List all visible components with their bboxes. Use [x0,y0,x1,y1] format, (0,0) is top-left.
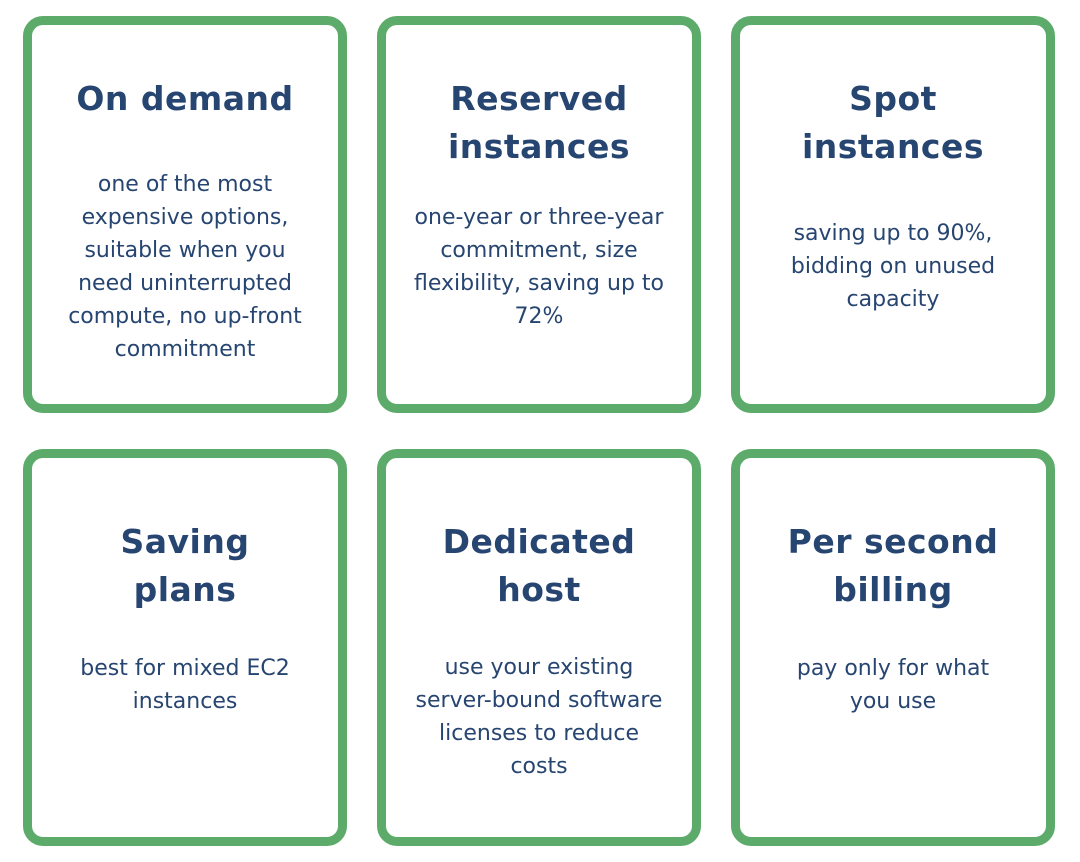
card-on-demand: On demand one of the most expensive opti… [23,16,347,413]
card-description: one of the most expensive options, suita… [68,172,302,362]
card-description: use your existing server-bound software … [415,655,663,779]
card-description: best for mixed EC2 instances [80,656,290,714]
card-title: Dedicated host [442,522,636,609]
card-spot-instances: Spot instances saving up to 90%, bidding… [731,16,1055,413]
card-description: saving up to 90%, bidding on unused capa… [790,221,996,312]
card-title: Saving plans [120,522,250,609]
card-per-second-billing: Per second billing pay only for what you… [731,449,1055,846]
card-title: Reserved instances [447,79,631,166]
card-description: pay only for what you use [796,656,990,714]
card-dedicated-host: Dedicated host use your existing server-… [377,449,701,846]
card-saving-plans: Saving plans best for mixed EC2 instance… [23,449,347,846]
card-title: Spot instances [801,79,985,166]
card-description: one-year or three-year commitment, size … [413,205,665,329]
card-reserved-instances: Reserved instances one-year or three-yea… [377,16,701,413]
card-title: Per second billing [787,522,999,609]
card-title: On demand [76,79,294,118]
